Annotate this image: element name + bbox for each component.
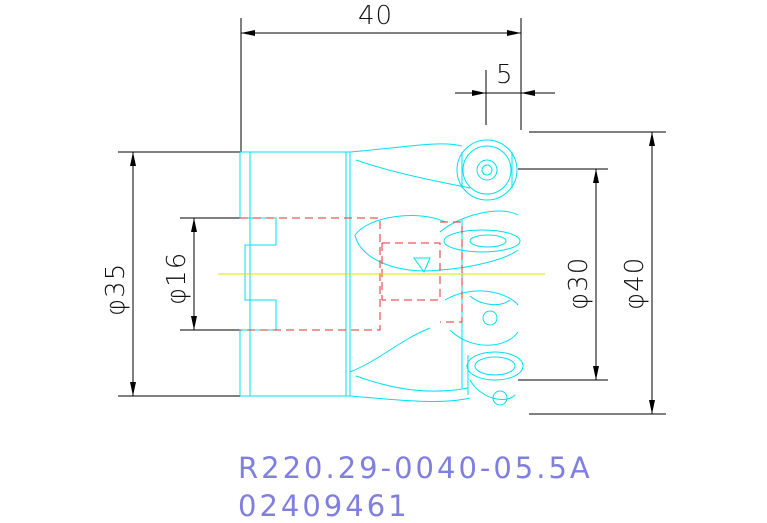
dim-pitch-dia-label: φ30	[564, 257, 594, 310]
part-designation: R220.29-0040-05.5A	[238, 451, 593, 485]
part-number: 02409461	[238, 489, 410, 523]
dimension-labels: 40 5 φ35 φ16 φ30 φ40	[101, 1, 650, 316]
dimension-lines	[118, 18, 666, 415]
dim-offset-label: 5	[496, 60, 514, 90]
dim-bore-dia-label: φ16	[162, 252, 192, 305]
dim-outer-dia-right-label: φ40	[620, 257, 650, 310]
dim-length-label: 40	[358, 1, 393, 31]
cutter-body	[239, 139, 524, 406]
dim-outer-dia-left-label: φ35	[101, 263, 131, 316]
